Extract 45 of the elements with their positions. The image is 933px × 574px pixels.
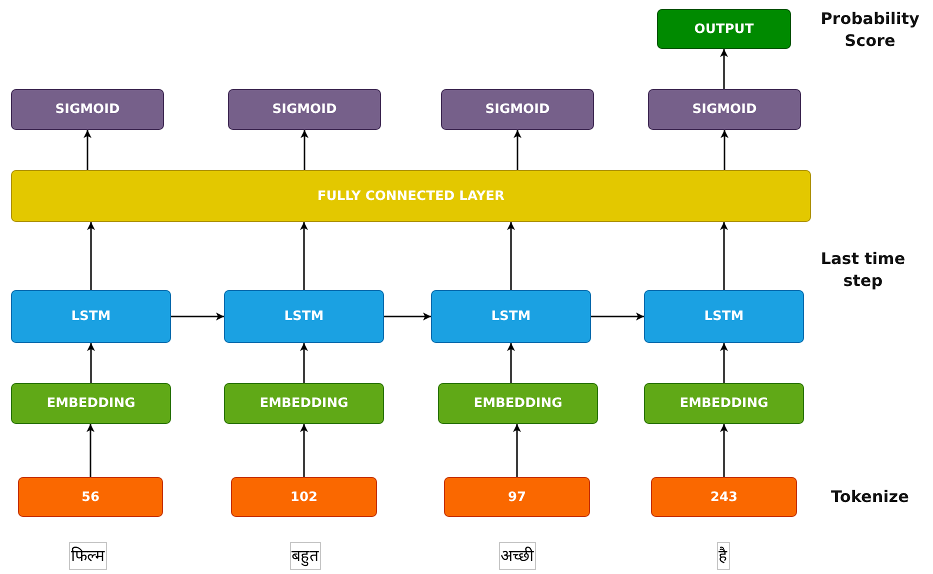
layer-box: FULLY CONNECTED LAYER bbox=[11, 170, 811, 222]
output-box: OUTPUT bbox=[657, 9, 791, 49]
arrow bbox=[514, 130, 522, 170]
arrow bbox=[87, 222, 95, 290]
embedding-box: EMBEDDING bbox=[644, 383, 804, 424]
embedding-box: EMBEDDING bbox=[224, 383, 384, 424]
arrow bbox=[720, 222, 728, 290]
arrow bbox=[720, 130, 728, 170]
sigmoid-box: SIGMOID bbox=[648, 89, 801, 130]
arrow bbox=[720, 424, 728, 477]
lstm-box: LSTM bbox=[224, 290, 384, 343]
arrow bbox=[591, 312, 644, 320]
side-label: Tokenize bbox=[830, 486, 910, 508]
side-label: Probability Score bbox=[820, 8, 920, 52]
arrow bbox=[720, 49, 728, 89]
lstm-box: LSTM bbox=[644, 290, 804, 343]
arrow bbox=[84, 130, 92, 170]
arrow bbox=[513, 424, 521, 477]
word-text: अच्छी bbox=[498, 542, 536, 570]
arrow bbox=[300, 130, 308, 170]
lstm-box: LSTM bbox=[11, 290, 171, 343]
word-text: बहुत bbox=[290, 542, 320, 570]
arrow bbox=[300, 222, 308, 290]
token-box: 243 bbox=[651, 477, 797, 517]
arrow bbox=[87, 343, 95, 383]
token-box: 102 bbox=[231, 477, 377, 517]
sigmoid-box: SIGMOID bbox=[11, 89, 164, 130]
arrow bbox=[720, 343, 728, 383]
token-box: 56 bbox=[18, 477, 163, 517]
arrow bbox=[507, 343, 515, 383]
arrow bbox=[300, 424, 308, 477]
arrow bbox=[300, 343, 308, 383]
arrow bbox=[86, 424, 94, 477]
word-text: है bbox=[716, 542, 730, 570]
lstm-box: LSTM bbox=[431, 290, 591, 343]
word-text: फिल्म bbox=[69, 542, 107, 570]
sigmoid-box: SIGMOID bbox=[228, 89, 381, 130]
embedding-box: EMBEDDING bbox=[11, 383, 171, 424]
arrow bbox=[507, 222, 515, 290]
arrow bbox=[384, 312, 431, 320]
sigmoid-box: SIGMOID bbox=[441, 89, 594, 130]
arrow bbox=[171, 312, 224, 320]
side-label: Last time step bbox=[820, 248, 906, 292]
token-box: 97 bbox=[444, 477, 590, 517]
embedding-box: EMBEDDING bbox=[438, 383, 598, 424]
